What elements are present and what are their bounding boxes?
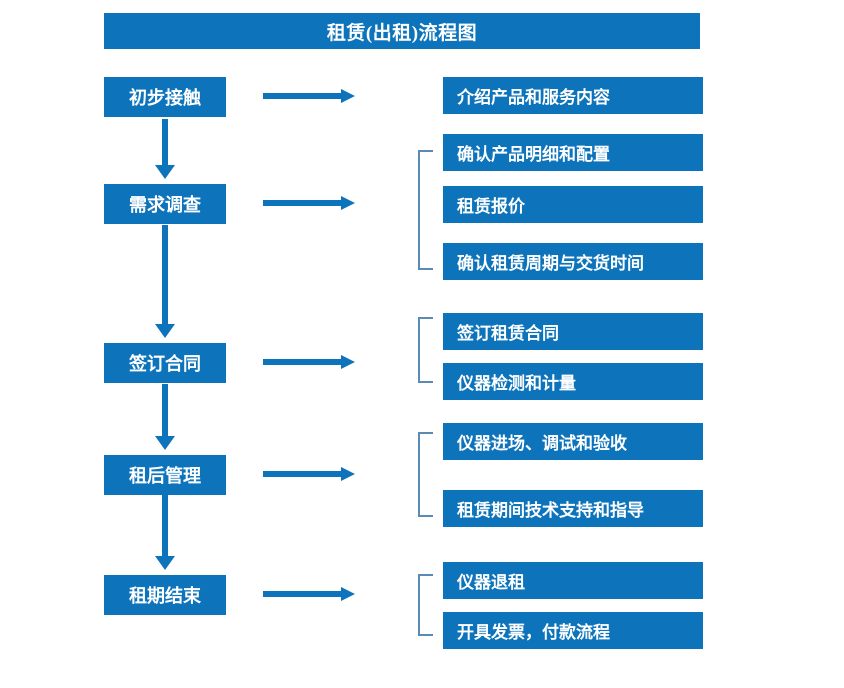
detail-box-1[interactable]: 介绍产品和服务内容: [443, 77, 703, 114]
bracket-connector-1: [418, 150, 433, 270]
bracket-connector-4: [418, 574, 433, 636]
horizontal-arrow-3: [263, 355, 355, 369]
horizontal-arrow-4: [263, 467, 355, 481]
detail-box-8[interactable]: 租赁期间技术支持和指导: [443, 490, 703, 527]
vertical-arrow-1: [152, 119, 178, 181]
stage-box-1[interactable]: 初步接触: [104, 77, 226, 117]
detail-box-10[interactable]: 开具发票，付款流程: [443, 612, 703, 649]
horizontal-arrow-1: [263, 89, 355, 103]
detail-box-6[interactable]: 仪器检测和计量: [443, 363, 703, 400]
detail-box-9[interactable]: 仪器退租: [443, 562, 703, 599]
detail-box-7[interactable]: 仪器进场、调试和验收: [443, 423, 703, 460]
vertical-arrow-4: [152, 494, 178, 572]
detail-box-2[interactable]: 确认产品明细和配置: [443, 134, 703, 171]
horizontal-arrow-5: [263, 587, 355, 601]
page-title: 租赁(出租)流程图: [104, 13, 700, 49]
horizontal-arrow-2: [263, 196, 355, 210]
vertical-arrow-3: [152, 384, 178, 452]
stage-box-5[interactable]: 租期结束: [104, 575, 226, 615]
bracket-connector-2: [418, 317, 433, 383]
detail-box-3[interactable]: 租赁报价: [443, 186, 703, 223]
detail-box-4[interactable]: 确认租赁周期与交货时间: [443, 243, 703, 280]
stage-box-4[interactable]: 租后管理: [104, 455, 226, 495]
bracket-connector-3: [418, 432, 433, 517]
detail-box-5[interactable]: 签订租赁合同: [443, 313, 703, 350]
vertical-arrow-2: [152, 225, 178, 340]
stage-box-3[interactable]: 签订合同: [104, 343, 226, 383]
stage-box-2[interactable]: 需求调查: [104, 184, 226, 224]
